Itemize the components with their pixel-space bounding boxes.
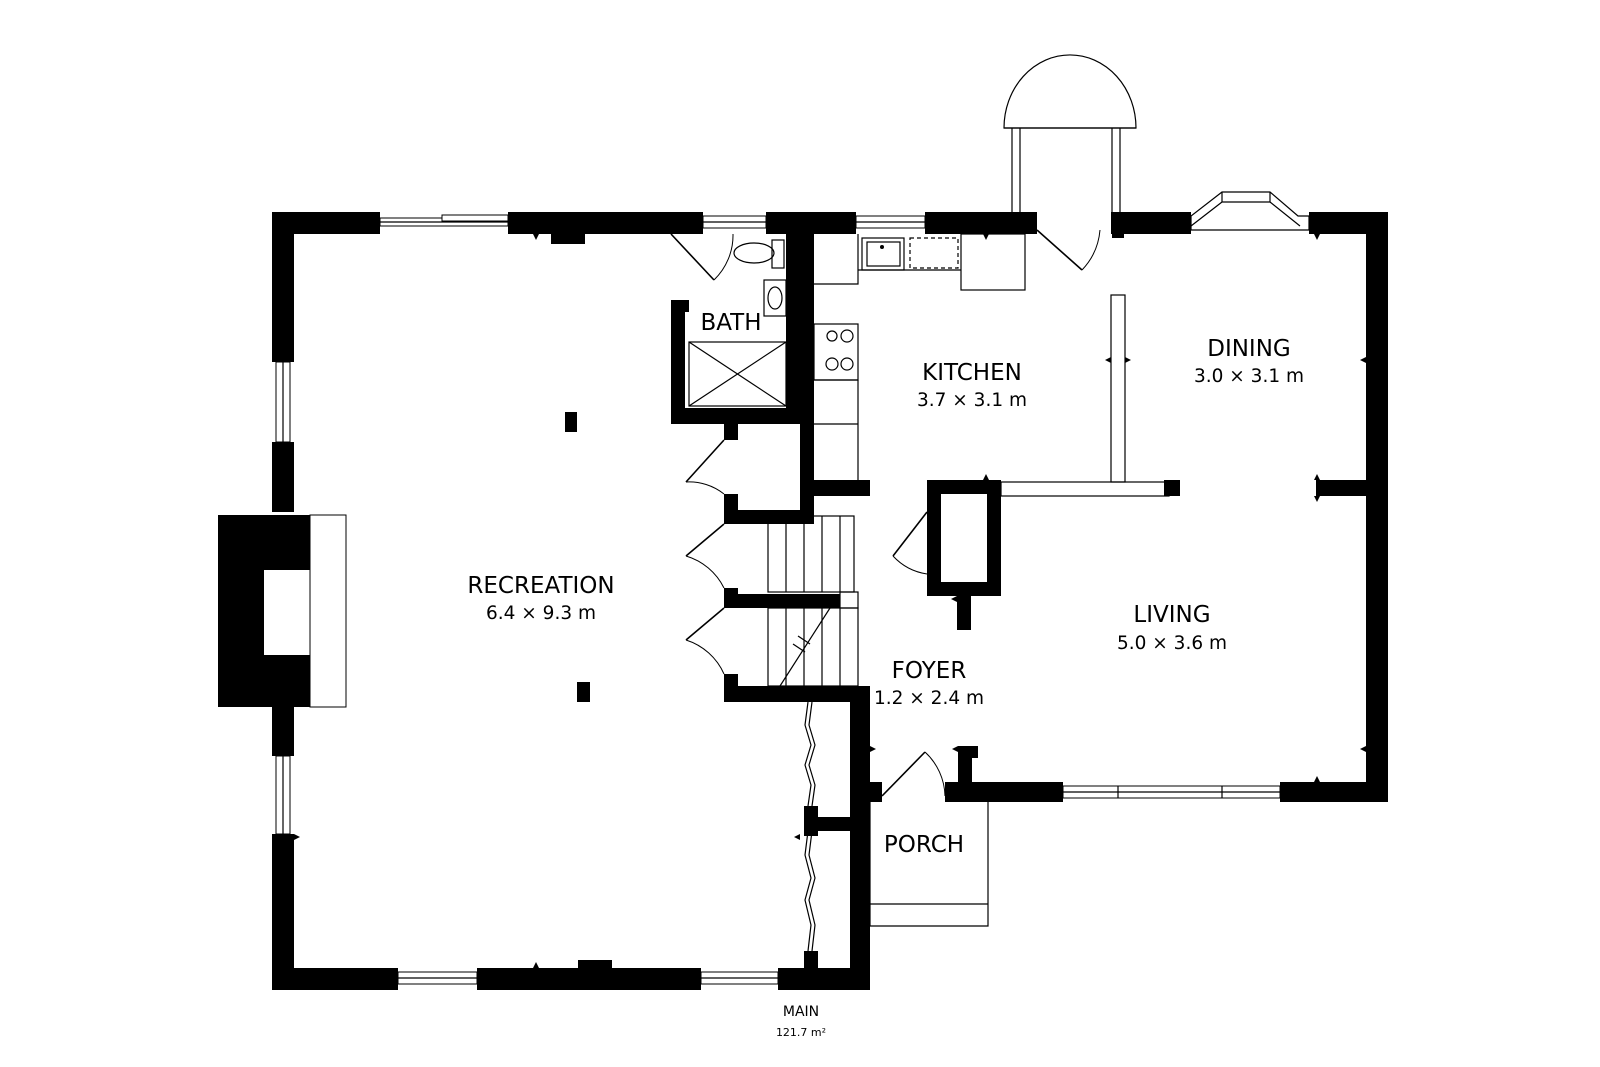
room-name-recreation: RECREATION — [467, 573, 614, 599]
windows — [275, 191, 1310, 985]
room-name-kitchen: KITCHEN — [922, 360, 1022, 386]
room-dims-recreation: 6.4 × 9.3 m — [486, 603, 596, 624]
doors — [670, 229, 1101, 797]
level-name: MAIN — [783, 1004, 819, 1020]
room-dims-foyer: 1.2 × 2.4 m — [874, 688, 984, 709]
bath-fixtures — [688, 239, 787, 407]
deck-structure — [1003, 54, 1137, 212]
support-post — [577, 682, 590, 702]
room-dims-dining: 3.0 × 3.1 m — [1194, 366, 1304, 387]
level-caption: MAIN 121.7 m² — [776, 1004, 826, 1039]
porch-structure — [869, 802, 989, 927]
room-name-dining: DINING — [1207, 336, 1291, 362]
kitchen-fixtures — [813, 233, 1026, 480]
room-name-living: LIVING — [1133, 602, 1210, 628]
room-name-foyer: FOYER — [892, 658, 967, 684]
measurement-ticks — [294, 234, 1366, 968]
room-name-porch: PORCH — [884, 832, 964, 858]
support-post — [565, 412, 577, 432]
fireplace — [218, 514, 347, 708]
exterior-walls — [272, 212, 1388, 990]
room-dims-kitchen: 3.7 × 3.1 m — [917, 390, 1027, 411]
level-area: 121.7 m² — [776, 1026, 826, 1039]
room-dims-living: 5.0 × 3.6 m — [1117, 633, 1227, 654]
room-labels: RECREATION 6.4 × 9.3 m BATH KITCHEN 3.7 … — [467, 310, 1304, 858]
room-name-bath: BATH — [700, 310, 761, 336]
interior-walls — [671, 234, 1180, 782]
stairs — [767, 515, 859, 687]
